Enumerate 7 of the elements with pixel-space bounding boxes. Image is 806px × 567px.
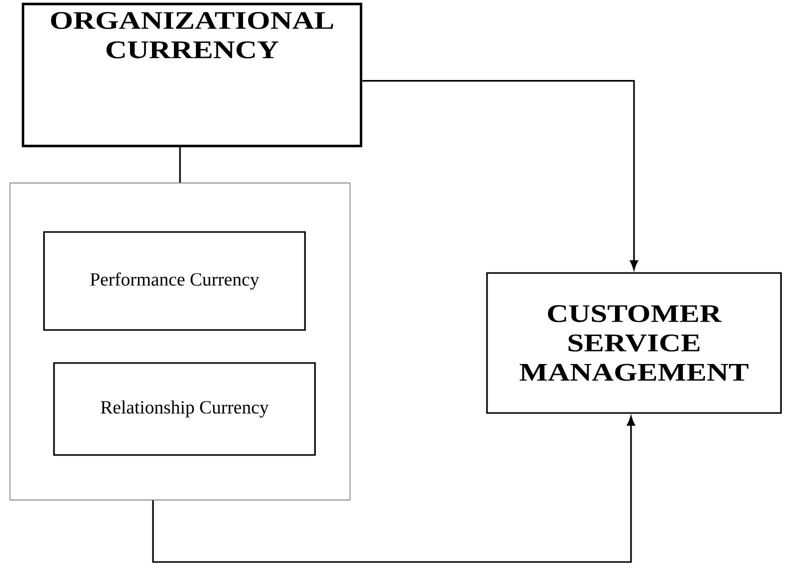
process-box: Performance Currency xyxy=(43,231,306,331)
group-box xyxy=(10,182,350,500)
connector-arrow xyxy=(362,80,638,270)
process-box: Relationship Currency xyxy=(53,362,316,456)
connector-arrow xyxy=(152,416,636,563)
heading-box: ORGANIZATIONAL CURRENCY xyxy=(22,2,362,148)
heading-box: CUSTOMER SERVICE MANAGEMENT xyxy=(486,272,782,414)
